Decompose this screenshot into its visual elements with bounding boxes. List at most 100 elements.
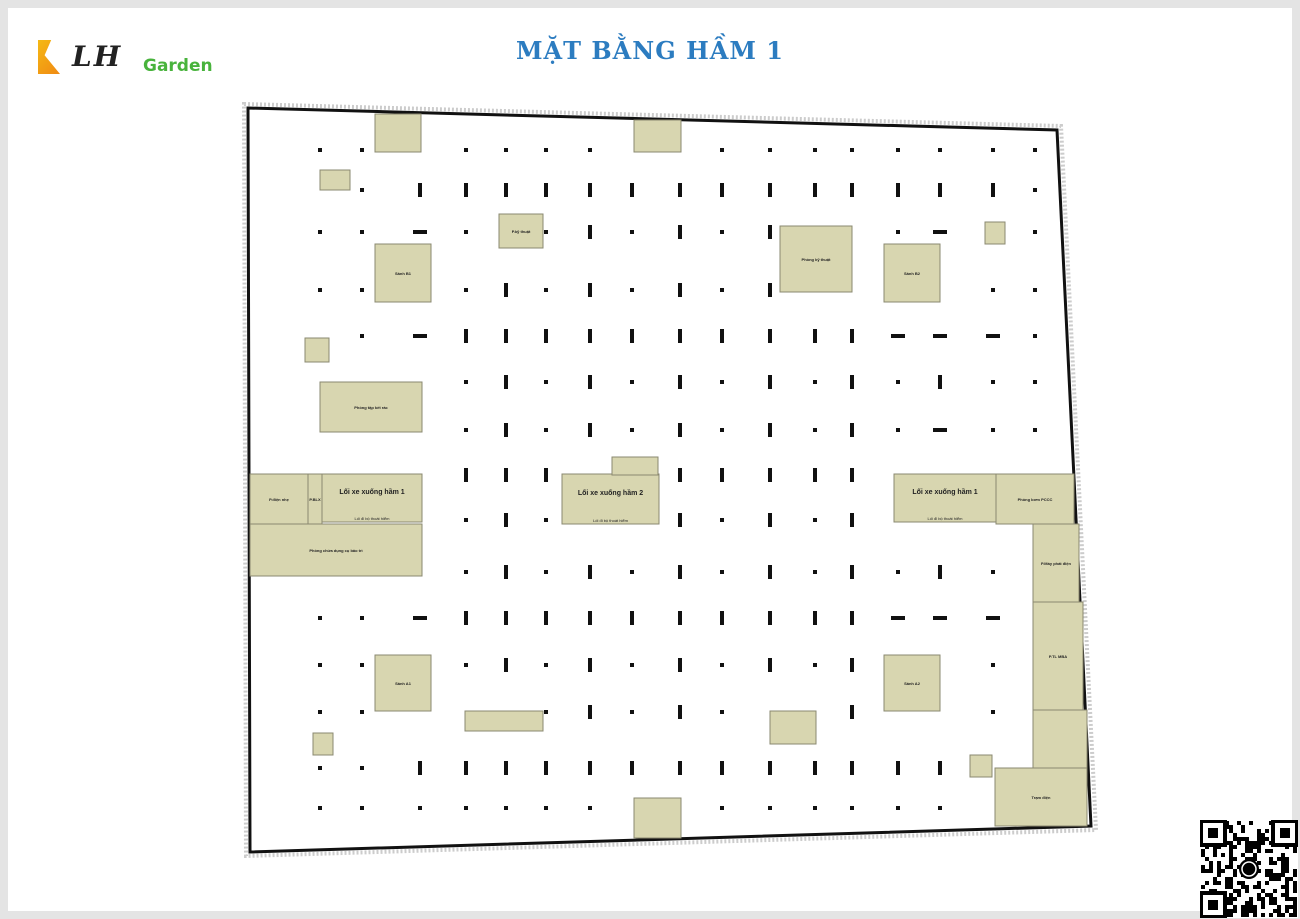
qr-module <box>1273 861 1277 865</box>
structural-column <box>768 183 772 197</box>
structural-column <box>544 329 548 343</box>
structural-column <box>678 225 682 239</box>
ramp-center <box>561 473 660 525</box>
qr-module <box>1293 901 1297 905</box>
structural-column <box>933 334 947 338</box>
qr-module <box>1237 837 1241 841</box>
structural-column <box>896 148 900 152</box>
qr-module <box>1201 865 1205 869</box>
structural-column <box>813 663 817 667</box>
qr-module <box>1293 881 1297 885</box>
lobby-b2-label: Sảnh B2 <box>904 271 921 276</box>
structural-column <box>464 761 468 775</box>
structural-column <box>504 611 508 625</box>
structural-column <box>896 761 900 775</box>
qr-module <box>1253 857 1257 861</box>
room-small-1 <box>319 169 351 191</box>
structural-column <box>678 183 682 197</box>
qr-module <box>1281 885 1285 889</box>
storage-room <box>249 523 423 577</box>
structural-column <box>544 761 548 775</box>
substation <box>994 767 1088 827</box>
electric-room-label: P.điện nhẹ <box>269 497 289 502</box>
qr-module <box>1233 905 1237 909</box>
lobby-a1 <box>374 654 432 712</box>
ramp-left <box>321 473 423 523</box>
qr-module <box>1249 821 1253 825</box>
qr-module <box>1261 905 1265 909</box>
structural-column <box>464 428 468 432</box>
ramp-right-sub-label: Lối đi bộ thoát hiểm <box>928 516 964 521</box>
qr-module <box>1285 885 1289 889</box>
structural-column <box>464 329 468 343</box>
structural-column <box>991 710 995 714</box>
structural-column <box>720 518 724 522</box>
structural-column <box>630 230 634 234</box>
structural-column <box>850 183 854 197</box>
qr-module <box>1213 853 1217 857</box>
qr-module <box>1285 905 1289 909</box>
structural-column <box>544 710 548 714</box>
structural-column <box>768 423 772 437</box>
qr-module <box>1257 881 1261 885</box>
structural-column <box>588 565 592 579</box>
structural-column <box>720 183 724 197</box>
structural-column <box>768 761 772 775</box>
structural-column <box>678 761 682 775</box>
structural-column <box>1033 288 1037 292</box>
structural-column <box>850 611 854 625</box>
qr-module <box>1209 869 1213 873</box>
structural-column <box>630 570 634 574</box>
structural-column <box>1033 230 1037 234</box>
logo-text: LH <box>72 40 123 73</box>
structural-column <box>464 611 468 625</box>
qr-module <box>1293 905 1297 909</box>
qr-module <box>1241 905 1245 909</box>
qr-module <box>1293 909 1297 913</box>
qr-module <box>1285 861 1289 865</box>
qr-module <box>1205 881 1209 885</box>
generator-room <box>1032 523 1080 603</box>
qr-module <box>1225 885 1229 889</box>
qr-module <box>1201 869 1205 873</box>
qr-module <box>1293 849 1297 853</box>
qr-module <box>1253 913 1257 917</box>
structural-column <box>933 428 947 432</box>
page-title: MẶT BẰNG HẦM 1 <box>515 36 784 65</box>
qr-module <box>1249 905 1253 909</box>
qr-module <box>1269 877 1273 881</box>
structural-column <box>720 230 724 234</box>
qr-module <box>1229 913 1233 917</box>
stair-core-1 <box>498 213 544 249</box>
structural-column <box>720 468 724 482</box>
lobby-b1 <box>374 243 432 303</box>
qr-module <box>1229 901 1233 905</box>
structural-column <box>544 428 548 432</box>
structural-column <box>896 183 900 197</box>
structural-column <box>850 375 854 389</box>
structural-column <box>1033 428 1037 432</box>
structural-column <box>891 334 905 338</box>
structural-column <box>720 288 724 292</box>
structural-column <box>991 183 995 197</box>
room-small-3 <box>984 221 1006 245</box>
structural-column <box>504 468 508 482</box>
qr-module <box>1229 825 1233 829</box>
structural-column <box>896 428 900 432</box>
zalo-qr-code[interactable] <box>1200 820 1298 918</box>
qr-module <box>1241 829 1245 833</box>
structural-column <box>504 283 508 297</box>
structural-column <box>850 705 854 719</box>
structural-column <box>720 570 724 574</box>
structural-column <box>504 375 508 389</box>
structural-column <box>544 518 548 522</box>
qr-module <box>1237 821 1241 825</box>
structural-column <box>896 230 900 234</box>
qr-module <box>1277 873 1281 877</box>
logo-brand: Garden <box>143 56 213 76</box>
qr-module <box>1285 897 1289 901</box>
stair-core-4 <box>769 710 817 745</box>
qr-module <box>1205 869 1209 873</box>
structural-column <box>720 380 724 384</box>
structural-column <box>360 616 364 620</box>
